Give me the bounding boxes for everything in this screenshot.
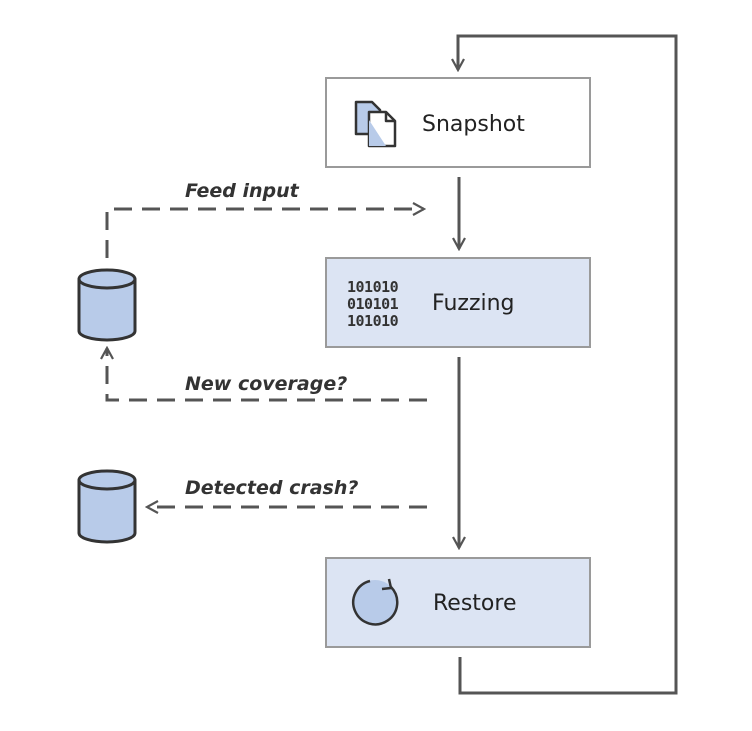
snapshot-node: Snapshot — [325, 77, 591, 168]
restore-icon — [352, 578, 399, 626]
binary-icon: 101010 010101 101010 — [347, 278, 399, 330]
new-coverage-arrow — [107, 348, 427, 402]
new-coverage-label: New coverage? — [185, 373, 347, 395]
corpus-database-icon — [77, 268, 137, 342]
documents-icon — [354, 100, 397, 148]
fuzzing-label: Fuzzing — [432, 291, 515, 316]
feed-input-arrow — [105, 209, 424, 258]
snapshot-label: Snapshot — [422, 112, 525, 137]
fuzzing-node: 101010 010101 101010 Fuzzing — [325, 257, 591, 348]
restore-node: Restore — [325, 557, 591, 648]
binary-row-3: 101010 — [347, 312, 399, 330]
feed-input-label: Feed input — [185, 180, 300, 202]
binary-row-2: 010101 — [347, 295, 399, 313]
detected-crash-label: Detected crash? — [185, 477, 358, 499]
restore-label: Restore — [433, 591, 516, 616]
crashes-database-icon — [77, 469, 137, 544]
binary-row-1: 101010 — [347, 278, 399, 296]
loop-back-arrow — [458, 34, 678, 695]
